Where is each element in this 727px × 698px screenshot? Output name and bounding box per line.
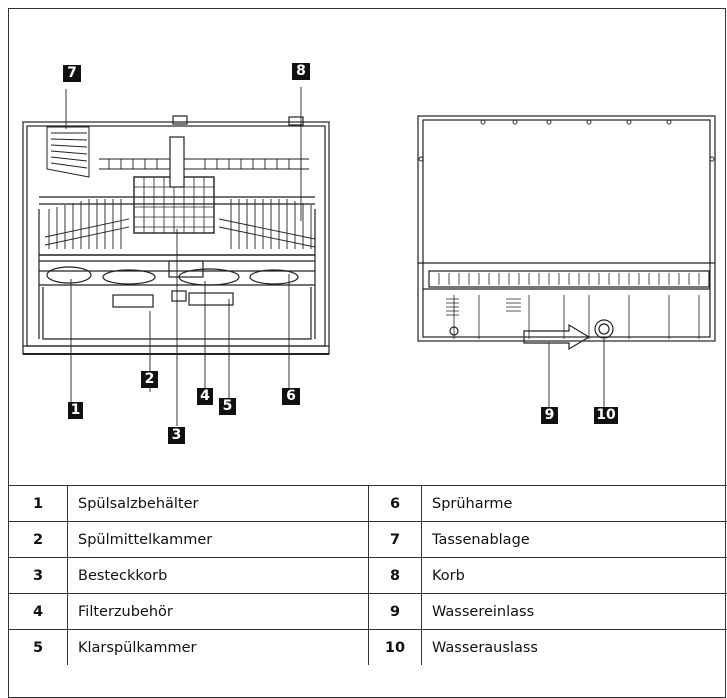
legend-row: 3 Besteckkorb 8 Korb (9, 557, 727, 594)
legend-row: 4 Filterzubehör 9 Wassereinlass (9, 593, 727, 630)
legend-text: Wasserauslass (421, 629, 727, 665)
legend-number: 3 (9, 557, 68, 594)
callout-5: 5 (219, 398, 236, 415)
callout-7: 7 (63, 65, 81, 82)
legend-number: 8 (368, 557, 422, 594)
callout-10: 10 (594, 407, 618, 424)
dishwasher-drawings (22, 87, 716, 426)
legend-number: 9 (368, 593, 422, 630)
legend-number: 6 (368, 485, 422, 522)
legend-text: Filterzubehör (67, 593, 369, 630)
callout-4: 4 (197, 388, 213, 405)
callout-8: 8 (292, 63, 310, 80)
dishwasher-diagram: 7 8 1 2 3 4 5 6 9 10 (9, 9, 727, 485)
legend-text: Spülsalzbehälter (67, 485, 369, 522)
page-frame: 7 8 1 2 3 4 5 6 9 10 1 Spülsalzbehälter … (8, 8, 727, 698)
legend-number: 7 (368, 521, 422, 558)
legend-text: Wassereinlass (421, 593, 727, 630)
legend-row: 2 Spülmittelkammer 7 Tassenablage (9, 521, 727, 558)
callout-1: 1 (68, 402, 83, 419)
legend-row: 5 Klarspülkammer 10 Wasserauslass (9, 629, 727, 665)
legend-text: Spülmittelkammer (67, 521, 369, 558)
legend-number: 5 (9, 629, 68, 665)
callout-3: 3 (168, 427, 185, 444)
legend-text: Sprüharme (421, 485, 727, 522)
callout-2: 2 (141, 371, 158, 388)
legend-text: Besteckkorb (67, 557, 369, 594)
callout-6: 6 (282, 388, 300, 405)
front-view-drawing (22, 87, 330, 426)
legend-number: 2 (9, 521, 68, 558)
legend-text: Tassenablage (421, 521, 727, 558)
rear-view-drawing (417, 115, 716, 407)
legend-table: 1 Spülsalzbehälter 6 Sprüharme 2 Spülmit… (9, 485, 727, 665)
legend-number: 4 (9, 593, 68, 630)
legend-text: Korb (421, 557, 727, 594)
legend-row: 1 Spülsalzbehälter 6 Sprüharme (9, 485, 727, 522)
legend-number: 10 (368, 629, 422, 665)
callout-9: 9 (541, 407, 558, 424)
legend-text: Klarspülkammer (67, 629, 369, 665)
legend-number: 1 (9, 485, 68, 522)
